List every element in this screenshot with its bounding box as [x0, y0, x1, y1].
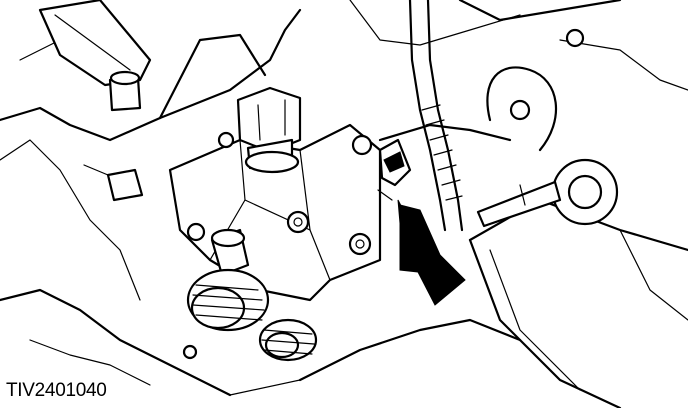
side-connector [83, 164, 144, 202]
figure-reference-label: TIV2401040 [6, 380, 107, 401]
ring-terminal [476, 158, 619, 228]
housing-bolts [182, 28, 585, 360]
electrical-connector [377, 138, 412, 201]
sensor [236, 86, 302, 174]
mounting-bracket [38, 0, 152, 112]
wiring-harness [378, 0, 558, 232]
callout-arrow [397, 199, 466, 306]
threaded-fittings [186, 228, 318, 362]
